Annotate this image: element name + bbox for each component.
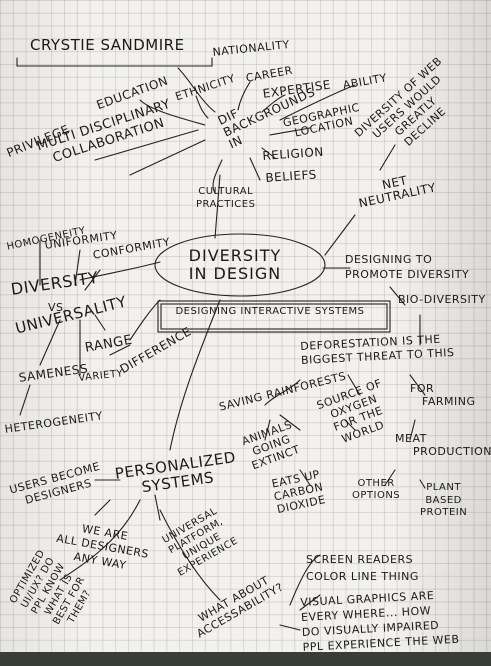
subtitle-box-inner — [160, 303, 388, 330]
name-underline-bracket — [16, 57, 213, 67]
author-name: CRYSTIE SANDMIRE — [30, 36, 185, 54]
subtitle-box-outer — [157, 300, 391, 333]
note-vs: VS. — [48, 301, 68, 314]
line-nationality — [177, 67, 216, 113]
line-to-center — [214, 174, 221, 239]
subtitle-topic: DESIGNING INTERACTIVE SYSTEMS — [175, 306, 365, 318]
subtitle-text: DESIGNING INTERACTIVE SYSTEMS — [175, 306, 365, 317]
central-topic: DIVERSITY IN DESIGN — [180, 246, 290, 284]
central-topic-text: DIVERSITY IN DESIGN — [188, 246, 282, 284]
note-bio-diversity: BIO-DIVERSITY — [398, 293, 486, 306]
center-oval — [154, 233, 326, 297]
desk-edge — [0, 652, 491, 666]
